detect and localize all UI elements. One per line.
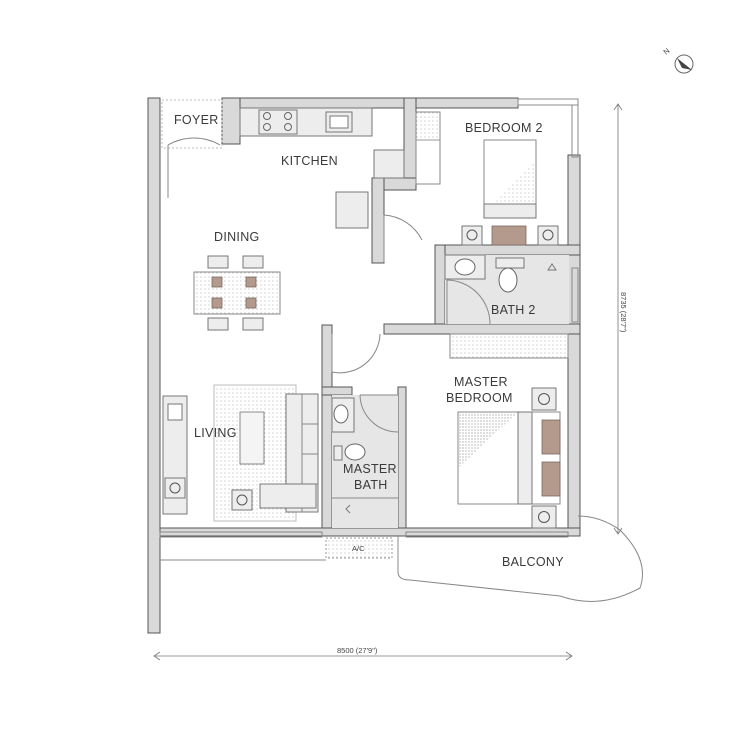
room-label-living: LIVING xyxy=(194,426,237,440)
bed-headboard xyxy=(517,411,533,505)
basin-icon xyxy=(333,404,349,424)
living-window xyxy=(159,531,323,538)
fridge-icon xyxy=(373,149,405,179)
room-label-master-bath-2: BATH xyxy=(354,478,388,492)
tv-icon xyxy=(167,403,183,421)
speaker-box xyxy=(164,477,186,499)
chair-icon xyxy=(242,317,264,331)
width-dimension-label: 8500 (27'9") xyxy=(337,646,378,655)
master-wardrobe xyxy=(449,333,569,359)
room-label-bedroom2: BEDROOM 2 xyxy=(465,121,543,135)
balcony-outline xyxy=(397,515,643,602)
basin-icon xyxy=(454,258,476,276)
lamp-icon xyxy=(538,393,550,405)
lamp-icon xyxy=(466,229,478,241)
master-bath-north-wall xyxy=(321,386,353,396)
master-bath-door[interactable] xyxy=(359,394,399,433)
master-bath-east-wall xyxy=(397,386,407,536)
chair-icon xyxy=(207,255,229,269)
kitchen-east-wall xyxy=(403,97,417,191)
armchair-icon xyxy=(259,483,317,509)
toilet-icon xyxy=(344,443,366,461)
bedroom2-furniture xyxy=(461,139,559,246)
room-label-master-bedroom-1: MASTER xyxy=(454,375,508,389)
placemat-icon xyxy=(245,297,257,309)
bath2-west-wall xyxy=(434,244,446,326)
room-label-master-bath-1: MASTER xyxy=(343,462,397,476)
cistern xyxy=(495,257,525,269)
windows xyxy=(159,98,579,538)
room-label-bath2: BATH 2 xyxy=(491,303,536,317)
west-wall xyxy=(147,97,161,634)
cistern xyxy=(333,445,343,461)
kitchen-counter xyxy=(239,107,441,262)
lamp-table xyxy=(231,489,253,511)
north-wall xyxy=(234,97,519,109)
master-north-wall xyxy=(383,323,581,335)
chair-icon xyxy=(242,255,264,269)
ac-ledge xyxy=(325,537,393,559)
north-arrow-icon xyxy=(674,54,694,74)
walls xyxy=(147,97,581,634)
bedroom2-east-window xyxy=(571,104,579,158)
master-window xyxy=(405,531,569,538)
foyer-threshold xyxy=(161,99,223,149)
chair-icon xyxy=(207,317,229,331)
room-label-foyer: FOYER xyxy=(174,113,219,127)
compass-label: N xyxy=(662,46,672,56)
placemat-icon xyxy=(245,276,257,288)
pillow-icon xyxy=(541,461,561,497)
east-wall xyxy=(567,154,581,536)
bath2-door[interactable] xyxy=(446,279,491,325)
desk-icon xyxy=(491,225,527,246)
living-furniture xyxy=(162,384,319,522)
washer-icon xyxy=(335,191,369,229)
lamp-icon xyxy=(538,511,550,523)
wardrobe-outline xyxy=(415,111,441,185)
entry-door[interactable] xyxy=(167,137,221,198)
drain-icon xyxy=(547,263,557,271)
lamp-icon xyxy=(542,229,554,241)
bedroom2-window xyxy=(517,98,579,106)
master-door[interactable] xyxy=(331,333,381,374)
master-bath-fixtures xyxy=(331,394,399,528)
lamp-icon xyxy=(236,494,248,506)
shower-icon xyxy=(345,504,351,514)
labels: FOYER KITCHEN DINING LIVING BEDROOM 2 BA… xyxy=(174,46,671,655)
room-label-master-bedroom-2: BEDROOM xyxy=(446,391,513,405)
room-label-balcony: BALCONY xyxy=(502,555,564,569)
placemat-icon xyxy=(211,297,223,309)
toilet-icon xyxy=(498,267,518,293)
dining-table xyxy=(193,271,281,315)
ac-label: A/C xyxy=(352,544,365,553)
nightstand xyxy=(537,225,559,246)
kitchen-stub-wall xyxy=(371,177,385,264)
speaker-icon xyxy=(169,482,181,494)
master-bedroom-furniture xyxy=(331,333,569,529)
bedroom2-south-wall xyxy=(434,244,581,256)
pillow-icon xyxy=(541,419,561,455)
living-master-wall xyxy=(321,324,333,536)
coffee-table xyxy=(239,411,265,465)
foyer-kitchen-wall xyxy=(221,97,241,145)
bath2-window xyxy=(571,267,579,323)
nightstand xyxy=(461,225,483,246)
dimension-lines xyxy=(153,103,623,661)
depth-dimension-label: 8735 (28'7") xyxy=(619,292,628,333)
bath2-fixtures xyxy=(444,254,569,325)
room-label-kitchen: KITCHEN xyxy=(281,154,338,168)
room-label-dining: DINING xyxy=(214,230,260,244)
dining-set xyxy=(193,255,281,331)
placemat-icon xyxy=(211,276,223,288)
bedroom2-wardrobe xyxy=(415,111,441,141)
nightstand xyxy=(531,387,557,411)
nightstand xyxy=(531,505,557,529)
kitchen-door[interactable] xyxy=(383,214,423,262)
